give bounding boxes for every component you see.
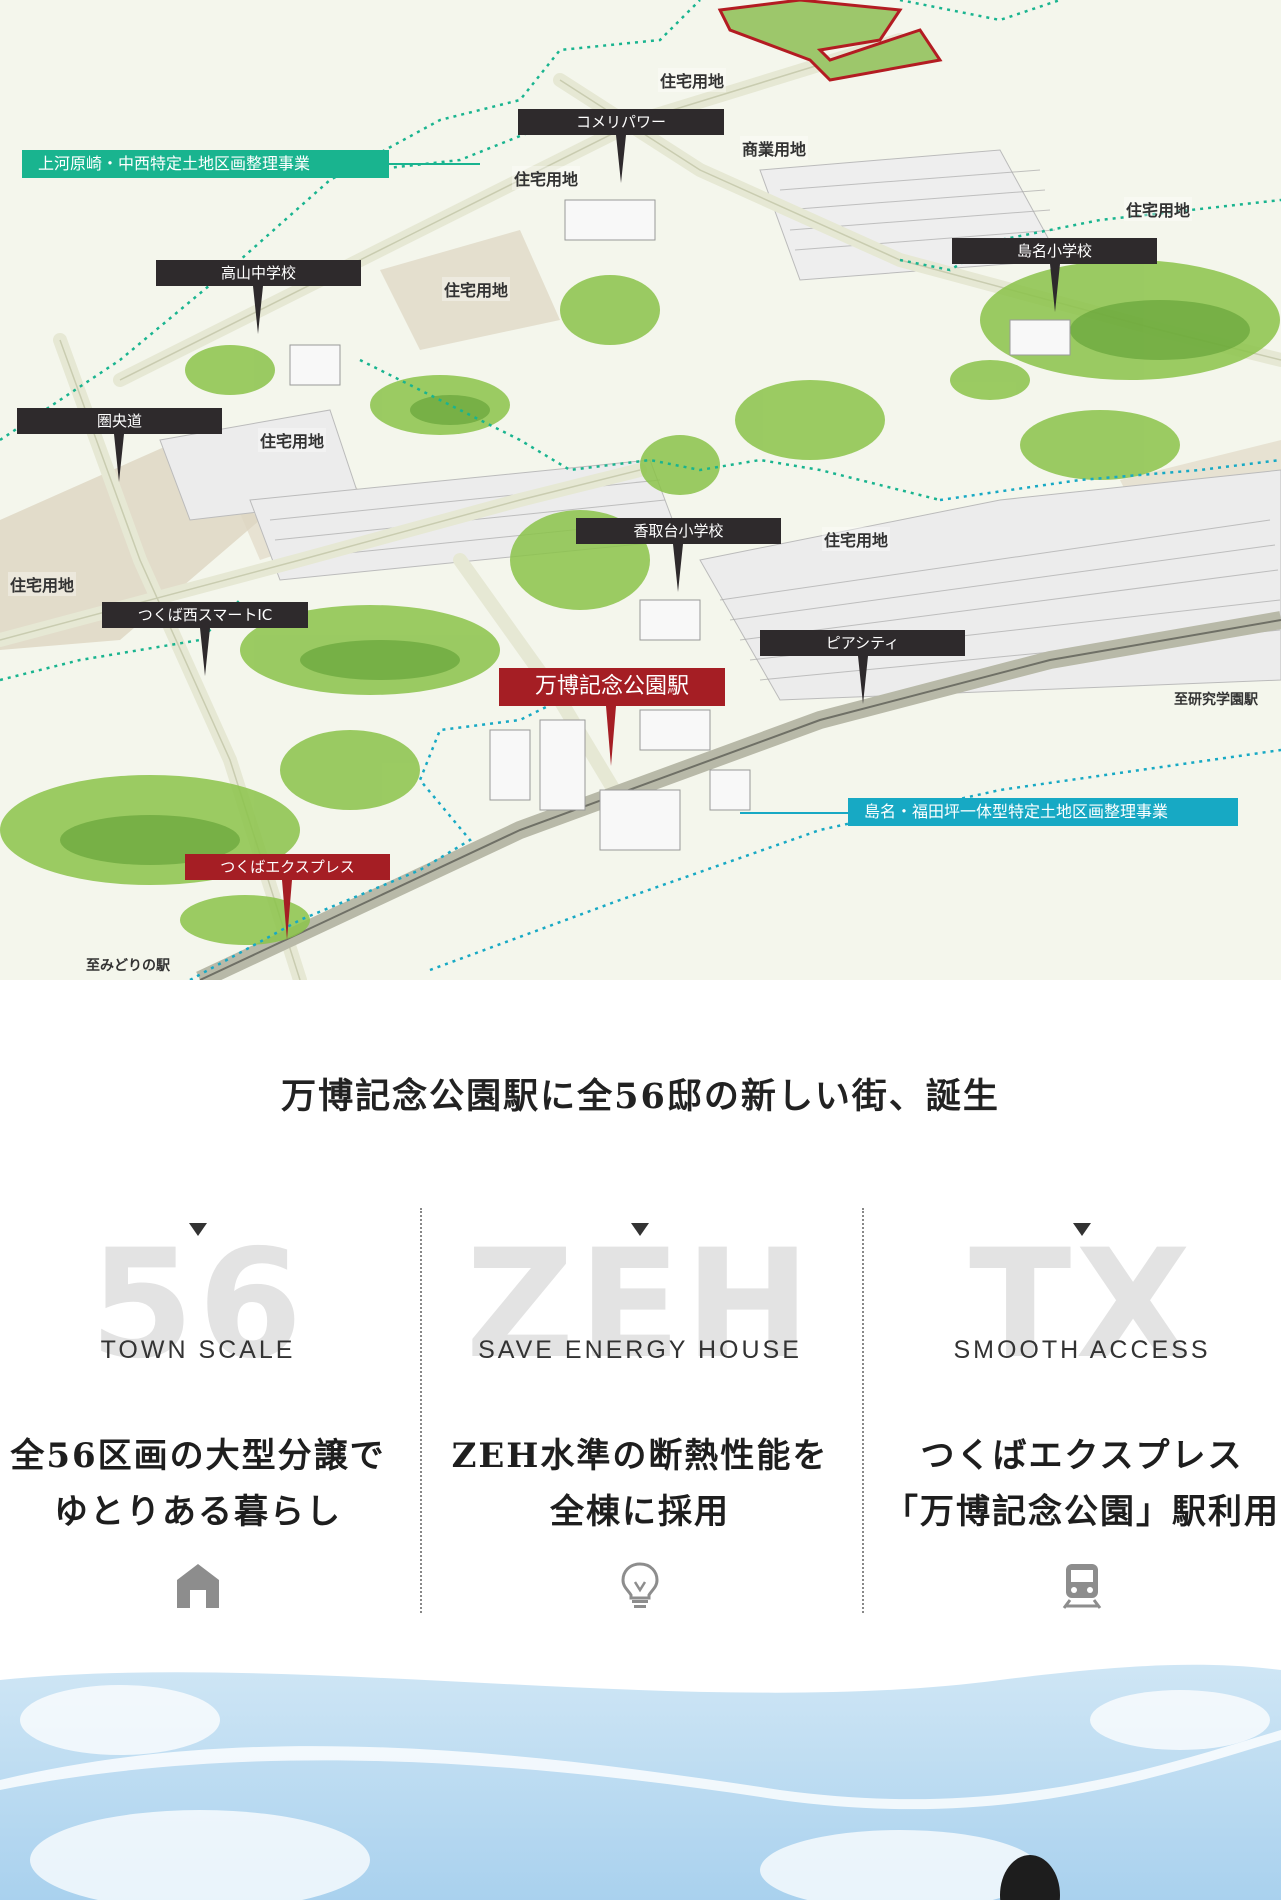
- takayama-school-label: 高山中学校: [156, 260, 361, 286]
- triangle-down-icon: [631, 1223, 649, 1236]
- zone-label: 住宅用地: [442, 277, 511, 301]
- feature-big-text: TX: [969, 1218, 1195, 1392]
- komeri-label: コメリパワー: [518, 109, 724, 135]
- destination-midori: 至みどりの駅: [86, 958, 170, 974]
- smart-ic-pin: [200, 628, 210, 676]
- katoridai-school-label: 香取台小学校: [576, 518, 781, 544]
- project-leader-line: [370, 163, 480, 165]
- feature-town-scale: 56 TOWN SCALE 全56区画の大型分譲で ゆとりある暮らし: [0, 1208, 418, 1613]
- sky-banner: [0, 1660, 1281, 1900]
- feature-description: ZEH水準の断熱性能を 全棟に採用: [420, 1428, 860, 1540]
- kenodo-pin: [114, 434, 124, 482]
- feature-line: 全棟に採用: [550, 1492, 730, 1532]
- piacity-pin: [858, 656, 868, 704]
- piacity-label: ピアシティ: [760, 630, 965, 656]
- feature-divider: [862, 1208, 864, 1613]
- feature-save-energy: ZEH SAVE ENERGY HOUSE ZEH水準の断熱性能を 全棟に採用: [420, 1208, 860, 1613]
- feature-description: 全56区画の大型分譲で ゆとりある暮らし: [0, 1428, 418, 1540]
- katoridai-pin: [673, 544, 683, 592]
- feature-big-text: 56: [89, 1218, 307, 1392]
- destination-research: 至研究学園駅: [1174, 692, 1258, 708]
- zone-label: 住宅用地: [658, 68, 727, 92]
- feature-description: つくばエクスプレス 「万博記念公園」駅利用: [862, 1428, 1281, 1540]
- komeri-pin: [616, 135, 626, 183]
- feature-smooth-access: TX SMOOTH ACCESS つくばエクスプレス 「万博記念公園」駅利用: [862, 1208, 1281, 1613]
- page-headline: 万博記念公園駅に全56邸の新しい街、誕生: [281, 1076, 1000, 1117]
- feature-line: ZEH水準の断熱性能を: [451, 1436, 829, 1476]
- station-label: 万博記念公園駅: [499, 668, 725, 706]
- feature-english-title: TOWN SCALE: [100, 1336, 296, 1364]
- zone-label: 住宅用地: [512, 166, 581, 190]
- feature-list: 56 TOWN SCALE 全56区画の大型分譲で ゆとりある暮らし ZEH S…: [0, 1208, 1281, 1613]
- feature-line: 「万博記念公園」駅利用: [884, 1492, 1280, 1532]
- feature-line: ゆとりある暮らし: [54, 1492, 342, 1532]
- smart-ic-label: つくば西スマートIC: [102, 602, 308, 628]
- feature-line: 全56区画の大型分譲で: [10, 1436, 386, 1476]
- shimana-project-label: 島名・福田坪一体型特定土地区画整理事業: [848, 798, 1238, 826]
- shimana-school-label: 島名小学校: [952, 238, 1157, 264]
- feature-divider: [420, 1208, 422, 1613]
- area-map: 上河原崎・中西特定土地区画整理事業 島名・福田坪一体型特定土地区画整理事業 コメ…: [0, 0, 1281, 980]
- zone-label: 住宅用地: [8, 572, 77, 596]
- triangle-down-icon: [189, 1223, 207, 1236]
- sky-illustration: [0, 1664, 1281, 1900]
- kenodo-label: 圏央道: [17, 408, 222, 434]
- takayama-pin: [253, 286, 263, 334]
- station-pin: [606, 706, 616, 766]
- zone-label: 住宅用地: [1124, 197, 1193, 221]
- triangle-down-icon: [1073, 1223, 1091, 1236]
- person-silhouette: [1000, 1855, 1060, 1900]
- feature-english-title: SMOOTH ACCESS: [953, 1336, 1211, 1364]
- map-illustration: [0, 0, 1281, 980]
- feature-english-title: SAVE ENERGY HOUSE: [478, 1336, 802, 1364]
- train-icon: [1062, 1564, 1102, 1609]
- feature-big-text: ZEH: [465, 1218, 815, 1392]
- tsukuba-express-pin: [282, 880, 292, 940]
- zone-label: 商業用地: [740, 136, 809, 160]
- feature-line: つくばエクスプレス: [920, 1436, 1244, 1476]
- house-icon: [177, 1564, 219, 1608]
- zone-label: 住宅用地: [822, 527, 891, 551]
- project-leader-line: [740, 812, 848, 814]
- shimana-school-pin: [1050, 264, 1060, 312]
- light-bulb-icon: [621, 1562, 659, 1608]
- zone-label: 住宅用地: [258, 428, 327, 452]
- tsukuba-express-label: つくばエクスプレス: [185, 854, 390, 880]
- kamigawara-project-label: 上河原崎・中西特定土地区画整理事業: [22, 150, 389, 178]
